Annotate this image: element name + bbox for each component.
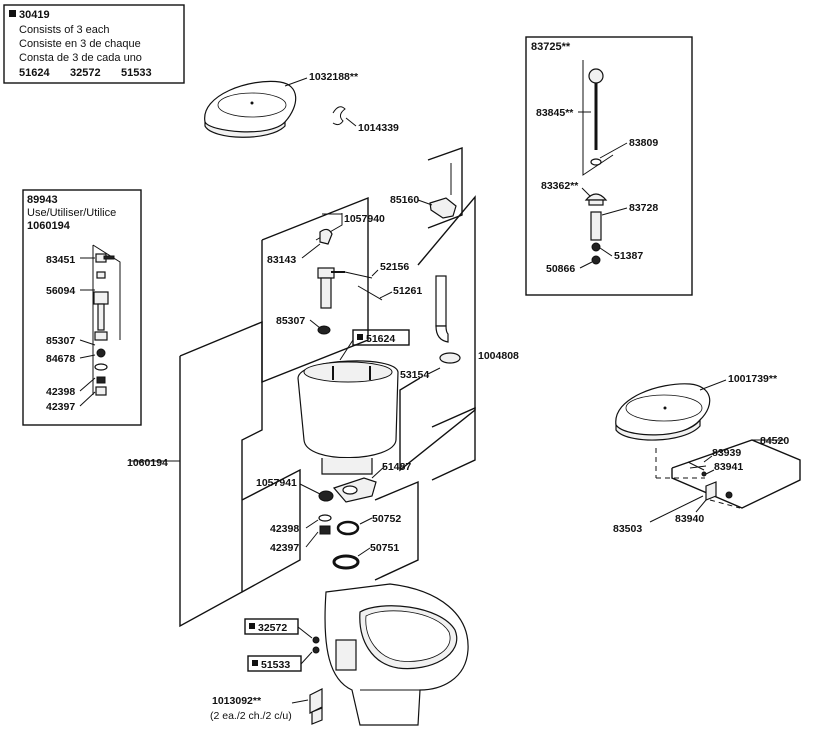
label-51533: 51533 [261, 659, 290, 671]
label-1004808: 1004808 [478, 350, 519, 362]
label-32572: 32572 [258, 622, 287, 634]
label-83940: 83940 [675, 513, 704, 525]
label-83143: 83143 [267, 254, 296, 266]
kit-part-number: 30419 [19, 9, 50, 21]
label-83728: 83728 [629, 202, 658, 214]
valve-box: 89943 Use/Utiliser/Utilice 1060194 83451… [22, 189, 142, 426]
kit-line-1: Consists of 3 each [19, 24, 110, 36]
tank-lid-top: 1032188** [204, 71, 359, 138]
label-85307: 85307 [276, 315, 305, 327]
label-1057941: 1057941 [256, 477, 297, 489]
callout-51533: 51533 [247, 651, 313, 672]
label-85160: 85160 [390, 194, 419, 206]
flush-box-part-number: 83725** [531, 41, 571, 53]
label-caps-note: (2 ea./2 ch./2 c/u) [210, 710, 292, 722]
label-51387: 51387 [614, 250, 643, 262]
label-83941: 83941 [714, 461, 743, 473]
callout-51624: 51624 [339, 329, 410, 361]
bolt-caps: 1013092** (2 ea./2 ch./2 c/u) [210, 688, 323, 725]
clip-part: 1014339 [332, 106, 399, 134]
label-50752: 50752 [372, 513, 401, 525]
tank-bottom-parts: 51487 1057941 42398 42397 50752 50751 [256, 461, 411, 570]
kit-part-51624: 51624 [19, 67, 50, 79]
label-1014339: 1014339 [358, 122, 399, 134]
label-83503: 83503 [613, 523, 642, 535]
label-50866: 50866 [546, 263, 575, 275]
kit-part-51533: 51533 [121, 67, 152, 79]
toilet-bowl [324, 583, 469, 726]
label-51487: 51487 [382, 461, 411, 473]
tank-handle: 85160 [390, 163, 457, 219]
label-83809: 83809 [629, 137, 658, 149]
label-1057940: 1057940 [344, 213, 385, 225]
label-53154: 53154 [400, 369, 429, 381]
tank-group-frames [130, 147, 476, 628]
label-83845: 83845** [536, 107, 574, 119]
kit-box: 30419 Consists of 3 each Consiste en 3 d… [3, 4, 185, 84]
valve-box-part-number: 89943 [27, 194, 58, 206]
kit-part-32572: 32572 [70, 67, 101, 79]
label-83939: 83939 [712, 447, 741, 459]
label-56094: 56094 [46, 285, 75, 297]
valve-box-use-label: Use/Utiliser/Utilice [27, 207, 116, 219]
label-42398: 42398 [270, 523, 299, 535]
seat-kit: 84520 83939 83941 83503 83940 [613, 435, 801, 535]
label-51261: 51261 [393, 285, 422, 297]
toilet-tank [297, 360, 399, 475]
label-52156: 52156 [380, 261, 409, 273]
label-85307-box: 85307 [46, 335, 75, 347]
label-1001739: 1001739** [728, 373, 778, 385]
flush-valve-box: 83725** 83845** 83809 83362** 83728 5138… [525, 36, 693, 296]
tank-lid-right: 1001739** [615, 373, 778, 441]
kit-line-2: Consiste en 3 de chaque [19, 38, 141, 50]
callout-32572: 32572 [244, 618, 320, 654]
label-42397-box: 42397 [46, 401, 75, 413]
label-1013092: 1013092** [212, 695, 262, 707]
label-83451: 83451 [46, 254, 75, 266]
valve-box-use-part: 1060194 [27, 220, 71, 232]
label-50751: 50751 [370, 542, 399, 554]
label-42397: 42397 [270, 542, 299, 554]
label-51624: 51624 [366, 333, 395, 345]
overflow-tube: 53154 1004808 [400, 275, 519, 381]
label-1032188: 1032188** [309, 71, 359, 83]
label-83362: 83362** [541, 180, 579, 192]
label-84520: 84520 [760, 435, 789, 447]
label-84678: 84678 [46, 353, 75, 365]
kit-line-3: Consta de 3 de cada uno [19, 52, 142, 64]
fill-valve-assembly: 1057940 83143 85307 52156 51261 [267, 213, 422, 335]
label-1060194: 1060194 [127, 457, 168, 469]
label-42398-box: 42398 [46, 386, 75, 398]
